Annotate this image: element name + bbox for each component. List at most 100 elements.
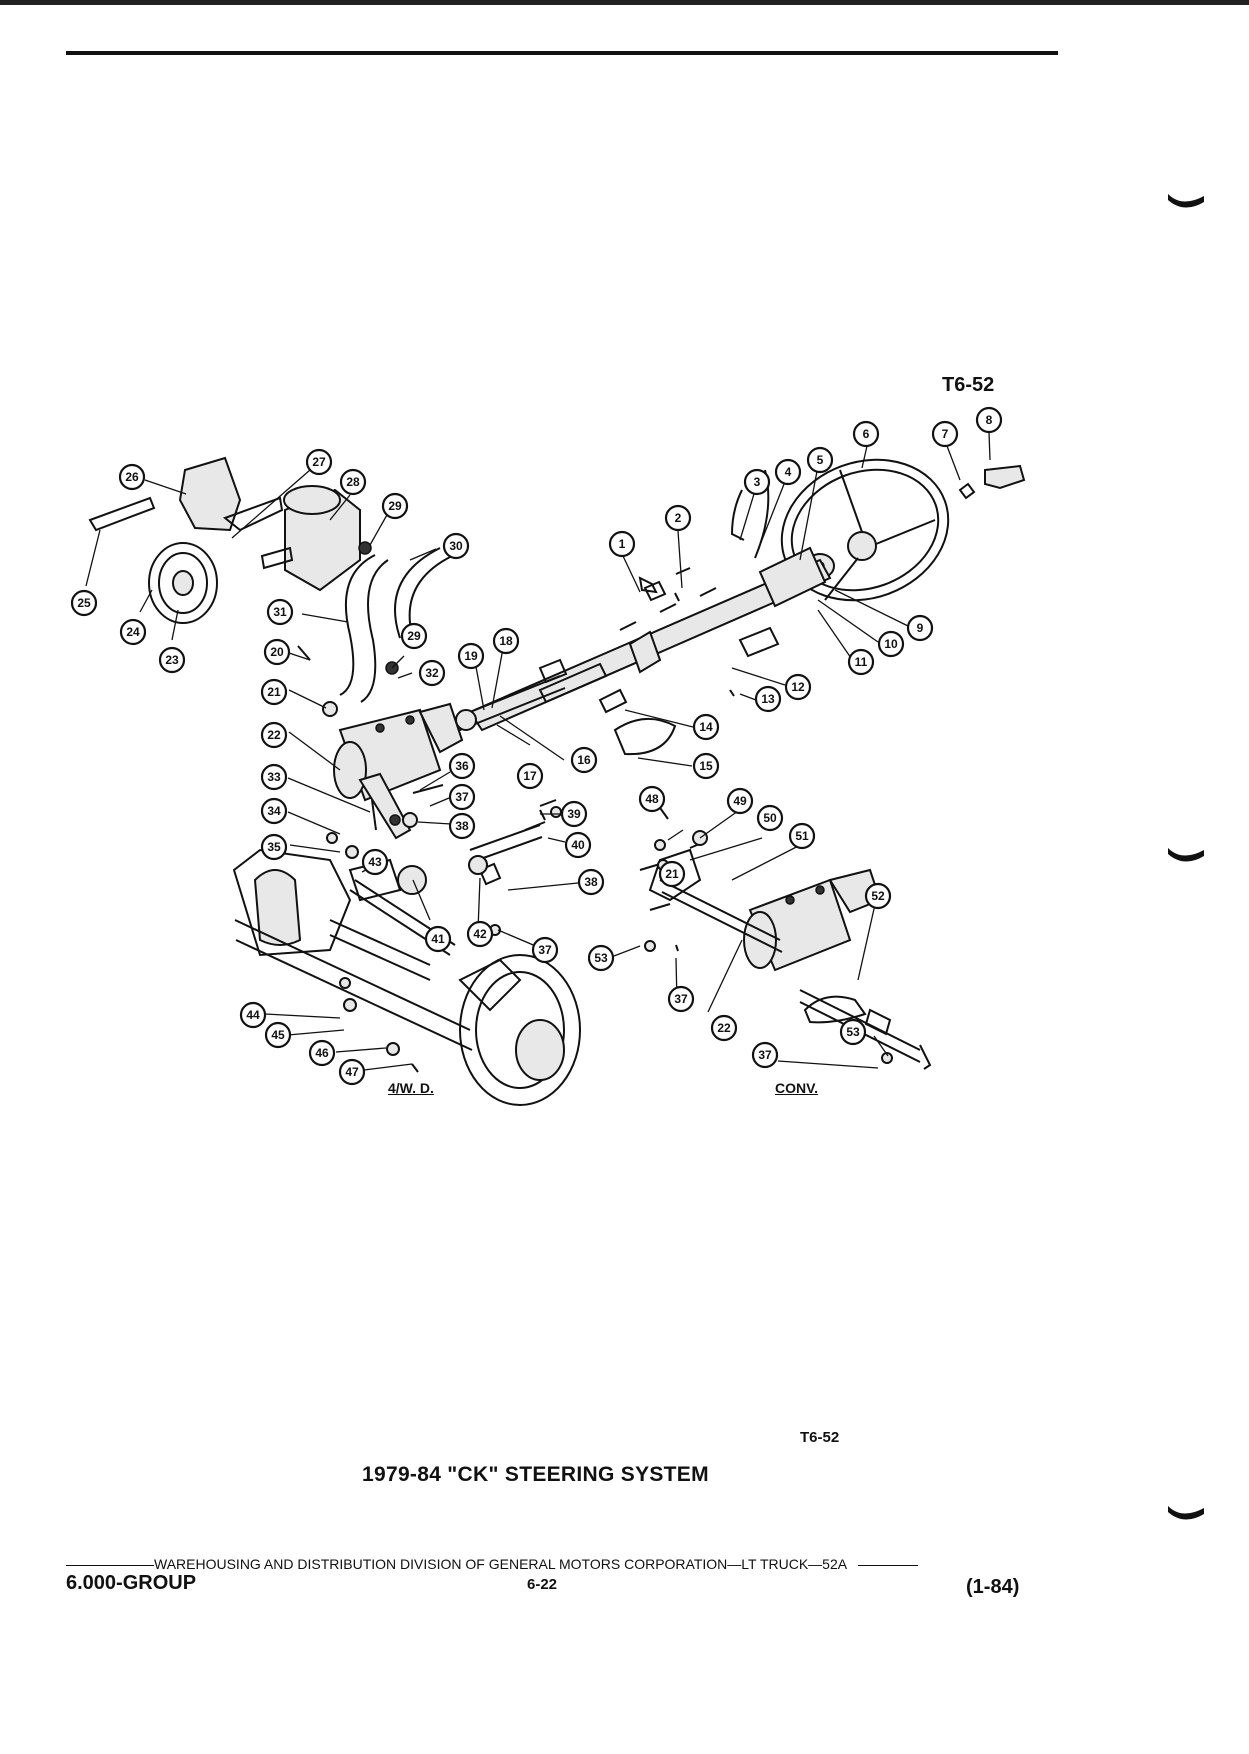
svg-text:28: 28 (346, 475, 360, 489)
footer-publisher-line: WAREHOUSING AND DISTRIBUTION DIVISION OF… (66, 1556, 1032, 1572)
callout-28: 28 (339, 468, 367, 496)
svg-text:12: 12 (791, 680, 805, 694)
svg-text:51: 51 (795, 829, 809, 843)
svg-text:39: 39 (567, 807, 581, 821)
svg-text:40: 40 (571, 838, 585, 852)
svg-text:19: 19 (464, 649, 478, 663)
callout-45: 45 (264, 1021, 292, 1049)
svg-text:36: 36 (455, 759, 469, 773)
callout-24: 24 (119, 618, 147, 646)
callout-27: 27 (305, 448, 333, 476)
svg-text:48: 48 (645, 792, 659, 806)
callout-21-conv: 21 (658, 860, 686, 888)
scan-edge (0, 0, 1249, 5)
callout-22-conv: 22 (710, 1014, 738, 1042)
callout-35: 35 (260, 833, 288, 861)
svg-text:53: 53 (846, 1025, 860, 1039)
callout-32: 32 (418, 659, 446, 687)
svg-text:7: 7 (942, 427, 949, 441)
callout-33: 33 (260, 763, 288, 791)
svg-text:3: 3 (754, 475, 761, 489)
pump-bracket-part (88, 456, 284, 532)
svg-text:47: 47 (345, 1065, 359, 1079)
horn-cap-part (958, 464, 1026, 500)
callout-41: 41 (424, 925, 452, 953)
callout-22: 22 (260, 721, 288, 749)
callout-50: 50 (756, 804, 784, 832)
pulley-part (148, 542, 218, 624)
svg-text:8: 8 (986, 413, 993, 427)
binder-hole-mark-middle (1168, 848, 1204, 862)
callout-10: 10 (877, 630, 905, 658)
svg-text:21: 21 (665, 867, 679, 881)
callout-31: 31 (266, 598, 294, 626)
svg-text:20: 20 (270, 645, 284, 659)
callout-40: 40 (564, 831, 592, 859)
svg-text:30: 30 (449, 539, 463, 553)
callout-18: 18 (492, 627, 520, 655)
callout-52: 52 (864, 882, 892, 910)
svg-text:34: 34 (267, 804, 281, 818)
svg-text:22: 22 (267, 728, 281, 742)
callout-49: 49 (726, 787, 754, 815)
svg-text:50: 50 (763, 811, 777, 825)
svg-text:13: 13 (761, 692, 775, 706)
figure-code-top: T6-52 (942, 374, 995, 396)
svg-text:18: 18 (499, 634, 513, 648)
svg-text:15: 15 (699, 759, 713, 773)
svg-text:53: 53 (594, 951, 608, 965)
callout-13: 13 (754, 685, 782, 713)
callout-9: 9 (906, 614, 934, 642)
svg-text:25: 25 (77, 596, 91, 610)
svg-text:38: 38 (584, 875, 598, 889)
svg-text:22: 22 (717, 1021, 731, 1035)
leader-lines (85, 431, 991, 1071)
svg-text:23: 23 (165, 653, 179, 667)
callout-14: 14 (692, 713, 720, 741)
binder-hole-mark-top (1168, 194, 1204, 208)
callout-43: 43 (361, 848, 389, 876)
svg-text:37: 37 (758, 1048, 772, 1062)
svg-text:43: 43 (368, 855, 382, 869)
svg-text:4: 4 (785, 465, 792, 479)
svg-text:45: 45 (271, 1028, 285, 1042)
callout-37-conv-lower: 37 (751, 1041, 779, 1069)
svg-text:21: 21 (267, 685, 281, 699)
svg-text:24: 24 (126, 625, 140, 639)
svg-text:6: 6 (863, 427, 870, 441)
callout-36: 36 (448, 752, 476, 780)
callout-53-conv: 53 (839, 1018, 867, 1046)
binder-hole-mark-bottom (1168, 1506, 1204, 1520)
svg-text:31: 31 (273, 605, 287, 619)
callout-44: 44 (239, 1001, 267, 1029)
callout-51: 51 (788, 822, 816, 850)
callout-5: 5 (806, 446, 834, 474)
svg-text:10: 10 (884, 637, 898, 651)
svg-text:27: 27 (312, 455, 326, 469)
svg-text:35: 35 (267, 840, 281, 854)
callout-15: 15 (692, 752, 720, 780)
callout-38-4wd: 38 (577, 868, 605, 896)
callout-23: 23 (158, 646, 186, 674)
callout-46: 46 (308, 1039, 336, 1067)
callout-20: 20 (263, 638, 291, 666)
callout-17: 17 (516, 762, 544, 790)
svg-text:38: 38 (455, 819, 469, 833)
callout-1: 1 (608, 530, 636, 558)
callout-21: 21 (260, 678, 288, 706)
callout-8: 8 (975, 406, 1003, 434)
svg-text:14: 14 (699, 720, 713, 734)
callout-7: 7 (931, 420, 959, 448)
callout-53: 53 (587, 944, 615, 972)
svg-text:26: 26 (125, 470, 139, 484)
callout-19: 19 (457, 642, 485, 670)
pump-part (260, 485, 361, 592)
svg-text:32: 32 (425, 666, 439, 680)
figure-code-bottom: T6-52 (800, 1429, 840, 1446)
steering-gear-conv-part (743, 868, 882, 972)
callout-47: 47 (338, 1058, 366, 1086)
intermediate-shaft-part (449, 658, 568, 733)
callout-4: 4 (774, 458, 802, 486)
footer-date: (1-84) (966, 1576, 1020, 1598)
